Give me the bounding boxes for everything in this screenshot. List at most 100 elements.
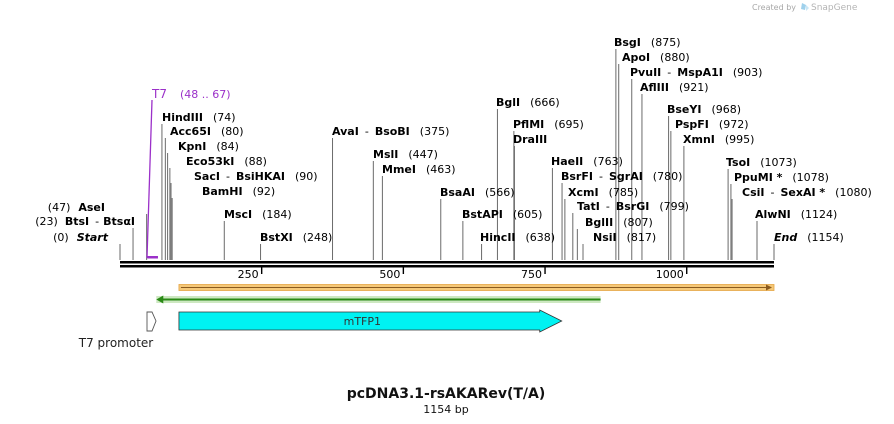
site-nsii[interactable]: NsiI(817) [593,231,656,244]
site-apoi[interactable]: ApoI (880) [622,51,690,64]
site-name-end: End [774,231,797,244]
site-tati[interactable]: TatI-BsrGI(799) [577,200,689,213]
site-msli[interactable]: MslI(447) [373,148,438,161]
site-dash: - [226,170,230,183]
site-bsrfi[interactable]: BsrFI-SgrAI(780) [561,170,682,183]
site-pos-start: (0) [53,231,69,244]
site-msci[interactable]: MscI (184) [224,208,292,221]
site-btsi[interactable]: BtsαI-BtsI(23) [35,215,135,228]
site-pos-pspfi: (972) [719,118,749,131]
site-name-tsoi: TsoI [726,156,750,169]
site-name-mmei: MmeI [382,163,416,176]
sequence-backbone [120,261,774,268]
ruler-tick-label: 250 [238,268,259,281]
site-pos-hindiii: (74) [213,111,236,124]
site-acc65i[interactable]: Acc65I (80) [170,125,244,138]
site-name-xmni: XmnI [683,133,715,146]
site-name-tati: TatI [577,200,600,213]
features: mTFP1 T7 promoter [78,309,563,350]
site-eco53ki[interactable]: Eco53kI (88) [186,155,267,168]
site-name-start: Start [77,231,109,244]
site-tsoi[interactable]: TsoI(1073) [726,156,797,169]
site-bamhi[interactable]: BamHI(92) [202,185,275,198]
site-name-bsaai: BsaAI [440,186,475,199]
green-bar-arrowhead-icon [156,295,164,304]
site-dash: - [599,170,603,183]
map-title: pcDNA3.1-rsAKARev(T/A) [347,386,546,402]
site-name-pspfi: PspFI [675,118,709,131]
ruler-tick-label: 750 [521,268,542,281]
site-pos-acc65i: (80) [221,125,244,138]
site-bseyi[interactable]: BseYI(968) [667,103,741,116]
site-name-bts-i: BtsαI [103,215,135,228]
site-pos-bstxi: (248) [303,231,333,244]
site-pos-bstapi: (605) [513,208,543,221]
site-hincii[interactable]: HincII(638) [480,231,555,244]
site-pvuii[interactable]: PvuII-MspA1I(903) [630,66,762,79]
site-dash: - [770,186,774,199]
feature-t7-promoter[interactable]: T7 promoter [78,311,157,350]
site-pos-msci: (184) [262,208,292,221]
site-kpni[interactable]: KpnI(84) [178,140,239,153]
feature-tracks [156,284,775,304]
site-name-asei: AseI [78,201,105,214]
feature-mtfp1[interactable]: mTFP1 [178,309,563,333]
site-name-saci: SacI [194,170,220,183]
site-bstxi[interactable]: BstXI(248) [260,231,332,244]
site-bglii[interactable]: BglII(807) [585,216,653,229]
site-pflmi[interactable]: PflMI(695) [513,118,584,131]
feature-t7-promoter-label: T7 promoter [78,336,154,350]
site-name-msci: MscI [224,208,252,221]
site-name-acc65i: Acc65I [170,125,211,138]
site-bgli[interactable]: BglI(666) [496,96,560,109]
t7-primer[interactable]: T7 (48 .. 67) [146,87,231,259]
site-name-bsrfi: BsrFI [561,170,593,183]
site-ppumi[interactable]: PpuMI *(1078) [734,171,829,184]
site-asei[interactable]: AseI(47) [48,201,105,214]
site-pos-pvuii: (903) [733,66,763,79]
sequence-length: 1154 bp [423,403,468,416]
site-name-hincii: HincII [480,231,516,244]
snapgene-logo-icon [801,3,809,11]
site-end[interactable]: End(1154) [774,231,844,244]
site-name-pflmi: PflMI [513,118,544,131]
site-hindiii[interactable]: HindIII(74) [162,111,236,124]
site-mmei[interactable]: MmeI(463) [382,163,456,176]
site-saci[interactable]: SacI-BsiHKAI(90) [194,170,318,183]
credit-brand: SnapGene [811,3,858,13]
site-csii[interactable]: CsiI-SexAI *(1080) [742,186,872,199]
site-pos-apoi: (880) [660,51,690,64]
site-draiii[interactable]: DraIII [513,133,547,146]
site-xcmi[interactable]: XcmI(785) [568,186,638,199]
site-bsaai[interactable]: BsaAI(566) [440,186,515,199]
feature-mtfp1-label: mTFP1 [344,315,381,328]
site-pos-eco53ki: (88) [244,155,267,168]
site-name-alwni: AlwNI [755,208,791,221]
site-xmni[interactable]: XmnI(995) [683,133,754,146]
site-name-mspa1i: MspA1I [677,66,723,79]
site-dash: - [365,125,369,138]
site-labels: Start (0) BtsαI-BtsI(23)AseI(47) HindIII(74… [35,36,871,244]
site-name-btsi: BtsI [65,215,89,228]
site-pos-msli: (447) [408,148,438,161]
site-name-kpni: KpnI [178,140,206,153]
site-name-nsii: NsiI [593,231,617,244]
t7-primer-name: T7 [151,87,167,101]
site-name-bsobi: BsoBI [375,125,410,138]
site-name-eco53ki: Eco53kI [186,155,234,168]
site-name-xcmi: XcmI [568,186,599,199]
site-alwni[interactable]: AlwNI(1124) [755,208,837,221]
site-afliii[interactable]: AflIII(921) [640,81,709,94]
site-avai[interactable]: AvaI-BsoBI(375) [332,125,449,138]
site-bsgi[interactable]: BsgI(875) [614,36,681,49]
site-name-pvuii: PvuII [630,66,661,79]
site-pos-afliii: (921) [679,81,709,94]
site-bstapi[interactable]: BstAPI(605) [462,208,542,221]
site-haeii[interactable]: HaeII(763) [551,155,623,168]
site-pspfi[interactable]: PspFI (972) [675,118,749,131]
site-name-avai: AvaI [332,125,359,138]
t7-primer-range: (48 .. 67) [180,88,231,101]
site-start[interactable]: Start (0) [53,231,109,244]
site-name-apoi: ApoI [622,51,650,64]
site-name-ppumi: PpuMI * [734,171,783,184]
